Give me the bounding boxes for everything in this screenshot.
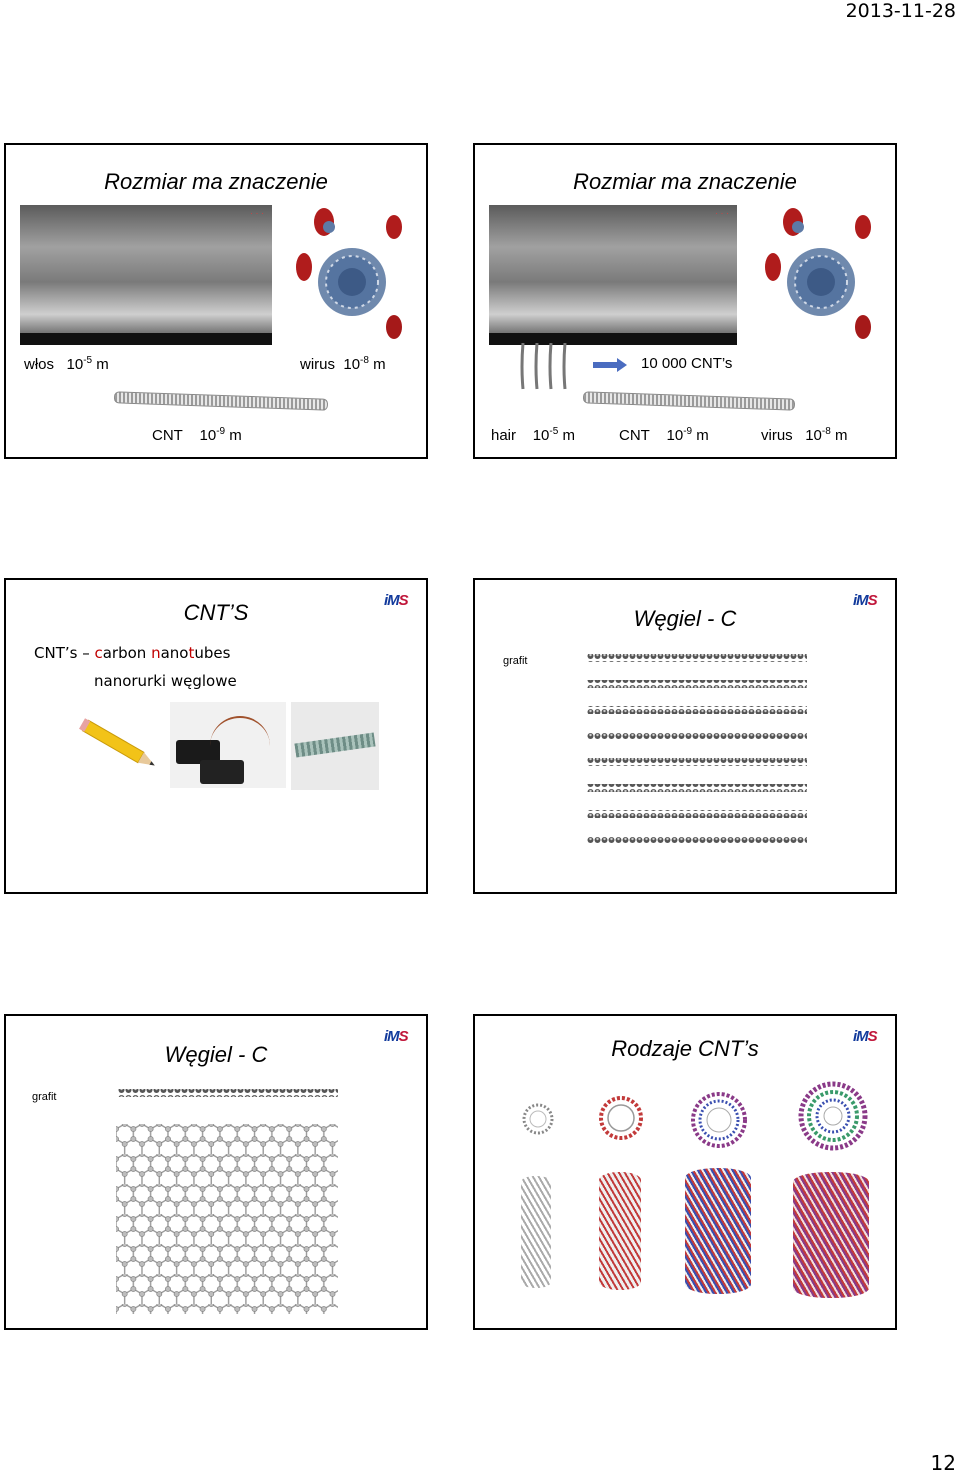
cnt-word: CNT: [619, 427, 650, 444]
cnt-size-exp: -9: [683, 426, 693, 437]
cnt-tube-image: [582, 391, 796, 411]
cnt-polish-name: nanorurki węglowe: [94, 672, 237, 690]
hair-word: włos: [24, 356, 55, 373]
cnt-size-exp: -9: [216, 426, 226, 437]
graphite-caption: grafit: [503, 655, 528, 667]
slide-3-title: CNT’S: [183, 600, 249, 625]
slide-6-title: Rodzaje CNT’s: [611, 1036, 759, 1061]
graphite-layers-image: [587, 654, 807, 844]
cnt-size-label: CNT 10-9 m: [619, 426, 709, 444]
cnt-cross-section-1: [522, 1103, 554, 1135]
virus-size-exp: -8: [360, 355, 369, 366]
slide-4: Węgiel - C iMS grafit: [473, 578, 897, 894]
cnt-tube-image: [113, 391, 329, 411]
cnt-cross-section-2: [599, 1096, 643, 1140]
slide-1: Rozmiar ma znaczenie · · · włos 10-5 m w…: [4, 143, 428, 459]
slide-3: CNT’S iMS CNT’s – carbon nanotubes nanor…: [4, 578, 428, 894]
slide-5: Węgiel - C iMS grafit: [4, 1014, 428, 1330]
cnt-unit: m: [696, 427, 709, 444]
virus-size-label: wirus 10-8 m: [300, 355, 386, 373]
virus-word: virus: [761, 427, 793, 444]
virus-size-base: 10: [805, 427, 822, 444]
slide-1-title: Rozmiar ma znaczenie: [104, 169, 328, 194]
hair-strands-image: [520, 343, 567, 390]
slide-4-title: Węgiel - C: [633, 606, 737, 631]
hair-unit: m: [562, 427, 575, 444]
sem-label: · · ·: [250, 208, 264, 218]
virus-size-label: virus 10-8 m: [761, 426, 847, 444]
graphene-lattice-image: [116, 1124, 338, 1314]
cnt-tube-double: [599, 1172, 641, 1290]
graphite-caption: grafit: [32, 1091, 57, 1103]
cnt-tube-triple: [685, 1168, 751, 1294]
hair-size-exp: -5: [83, 355, 93, 366]
cnt-size-base: 10: [199, 427, 217, 444]
slide-2-title: Rozmiar ma znaczenie: [573, 169, 797, 194]
cnt-tube-multi: [793, 1172, 869, 1298]
hair-word: hair: [491, 427, 517, 444]
virus-word: wirus: [300, 356, 336, 373]
hair-size-base: 10: [532, 427, 550, 444]
cnt-size-base: 10: [666, 427, 684, 444]
hair-sem-image: · · ·: [20, 205, 272, 345]
ims-logo: iMS: [384, 1028, 409, 1045]
ims-logo: iMS: [384, 592, 409, 609]
slide-5-title: Węgiel - C: [164, 1042, 268, 1067]
cnt-size-label: CNT 10-9 m: [152, 426, 242, 444]
sem-scale-bar: [20, 333, 272, 345]
cnt-unit: m: [229, 427, 242, 444]
virus-image: [765, 208, 871, 339]
hair-size-base: 10: [66, 356, 84, 373]
pencil-image: [79, 718, 155, 766]
hair-size-exp: -5: [549, 426, 559, 437]
cnt-definition: CNT’s – carbon nanotubes: [34, 644, 231, 662]
virus-unit: m: [373, 356, 386, 373]
virus-size-base: 10: [343, 356, 361, 373]
graphene-layer-side-image: [118, 1089, 338, 1097]
hair-size-label: włos 10-5 m: [24, 355, 109, 373]
arrow-right-icon: [593, 358, 627, 372]
hair-unit: m: [96, 356, 109, 373]
sem-scale-bar: [489, 333, 737, 345]
arrow-text: 10 000 CNT’s: [641, 355, 733, 372]
hair-sem-image: · · ·: [489, 205, 737, 345]
ims-logo: iMS: [853, 592, 878, 609]
slide-2: Rozmiar ma znaczenie · · · 10 000 CNT’s …: [473, 143, 897, 459]
sem-label: · · ·: [715, 208, 729, 218]
graphene-sheet-image: [291, 702, 379, 790]
page-number: 12: [930, 1451, 956, 1475]
header-date: 2013-11-28: [845, 0, 956, 22]
cnt-word: CNT: [152, 427, 183, 444]
slide-6: Rodzaje CNT’s iMS: [473, 1014, 897, 1330]
virus-image: [296, 208, 402, 339]
cnt-cross-section-4: [798, 1081, 868, 1151]
virus-unit: m: [834, 427, 848, 444]
hair-size-label: hair 10-5 m: [491, 426, 575, 444]
carbon-brushes-image: [170, 702, 286, 788]
cnt-tube-single: [521, 1176, 551, 1288]
virus-size-exp: -8: [821, 426, 831, 437]
cnt-cross-section-3: [691, 1092, 747, 1148]
ims-logo: iMS: [853, 1028, 878, 1045]
